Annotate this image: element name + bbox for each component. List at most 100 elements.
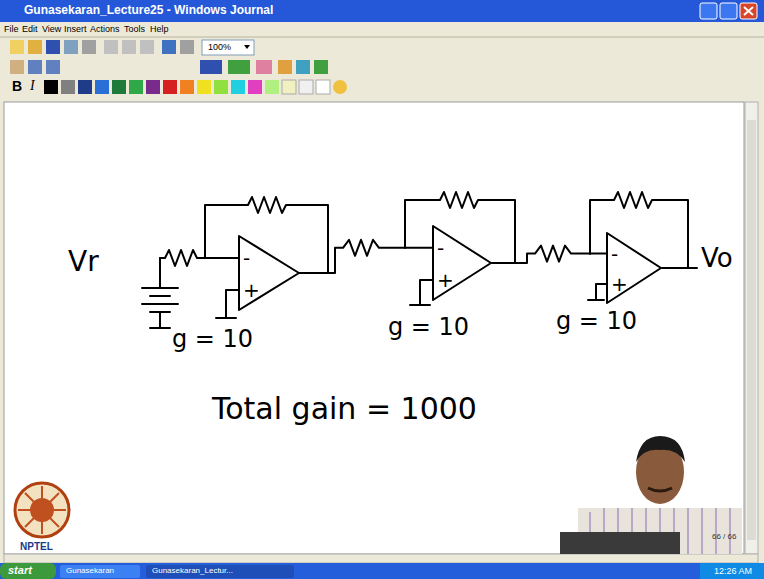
start-button: [0, 563, 56, 579]
presenter-photo: [560, 436, 742, 554]
close-button: [740, 3, 757, 19]
op-amp-triangle: [239, 236, 299, 310]
tool-icon: [28, 60, 42, 74]
close-cross: [744, 7, 753, 15]
input-resistor: [160, 250, 238, 266]
ground-symbol: [588, 284, 606, 300]
op-amp: -+: [432, 225, 492, 301]
noninverting-input-sign: +: [437, 269, 454, 291]
tool-icon: [140, 40, 154, 54]
tool-icon: [10, 60, 24, 74]
title-bar: [0, 0, 764, 22]
color-swatch: [44, 80, 58, 94]
gain-label: g = 10: [172, 326, 253, 354]
task-label: Gunasekaran_Lectur...: [152, 566, 233, 575]
color-swatch: [265, 80, 279, 94]
color-palette: [44, 80, 347, 94]
ground-symbol: [410, 280, 432, 305]
tool-icon: [64, 40, 78, 54]
tool-icon: [28, 40, 42, 54]
smiley-icon: [333, 80, 347, 94]
menu-item: File: [4, 24, 19, 34]
menu-item: Help: [150, 24, 169, 34]
zoom-box: [202, 40, 254, 55]
menu-item: Actions: [90, 24, 120, 34]
task-button: [60, 565, 140, 578]
inverting-input-sign: -: [437, 237, 444, 259]
inverting-input-sign: -: [611, 243, 618, 265]
noninverting-input-sign: +: [611, 273, 628, 295]
menu-item: Edit: [22, 24, 38, 34]
nptel-logo: [15, 483, 69, 537]
color-swatch: [282, 80, 296, 94]
journal-page: [4, 102, 744, 554]
page-counter: 66 / 66: [712, 532, 736, 541]
task-button: [146, 565, 294, 578]
color-swatch: [95, 80, 109, 94]
feedback-resistor: [205, 197, 328, 273]
color-swatch: [299, 80, 313, 94]
color-swatch: [78, 80, 92, 94]
color-swatch: [214, 80, 228, 94]
ground-symbol: [216, 290, 238, 318]
menu-item: Tools: [124, 24, 145, 34]
highlighter-icon: [228, 60, 250, 74]
maximize-button: [720, 3, 737, 19]
gain-label: g = 10: [556, 308, 637, 336]
tool-icon: [122, 40, 136, 54]
menu-bar: [0, 22, 764, 36]
color-swatch: [248, 80, 262, 94]
scrollbar: [745, 102, 758, 554]
zoom-value: 100%: [208, 42, 231, 52]
tool-icon: [46, 40, 60, 54]
op-amp-triangle: [433, 226, 491, 300]
resistor-wire: [492, 246, 606, 263]
minimize-button: [700, 3, 717, 19]
ground-symbol: [150, 312, 170, 328]
logo-spokes: [18, 486, 66, 534]
pen-icon: [200, 60, 222, 74]
tool-icon: [82, 40, 96, 54]
tool-icon: [46, 60, 60, 74]
color-swatch: [61, 80, 75, 94]
color-swatch: [197, 80, 211, 94]
tool-icon: [278, 60, 292, 74]
window-title: Gunasekaran_Lecture25 - Windows Journal: [24, 4, 273, 18]
battery-symbol: [142, 288, 178, 312]
color-swatch: [129, 80, 143, 94]
tool-icon: [162, 40, 176, 54]
eraser-icon: [256, 60, 272, 74]
tablet: [560, 532, 680, 554]
moustache: [648, 488, 672, 491]
color-swatch: [316, 80, 330, 94]
color-swatch: [180, 80, 194, 94]
scroll-thumb: [747, 120, 756, 540]
task-label: Gunasekaran: [66, 566, 114, 575]
gain-label: g = 10: [388, 314, 469, 342]
noninverting-input-sign: +: [243, 279, 260, 301]
voltage-label: Vo: [701, 244, 733, 274]
color-swatch: [112, 80, 126, 94]
horizontal-scrollbar: [4, 554, 758, 563]
op-amp-triangle: [607, 233, 661, 303]
tool-icon: [104, 40, 118, 54]
start-label: start: [8, 564, 32, 577]
color-swatch: [146, 80, 160, 94]
clock: 12:26 AM: [714, 566, 752, 576]
system-tray: [700, 563, 764, 579]
color-swatch: [163, 80, 177, 94]
output-wire: [662, 267, 697, 269]
resistor-wire: [300, 240, 432, 273]
inverting-input-sign: -: [243, 247, 250, 269]
color-swatch: [231, 80, 245, 94]
tool-icon: [296, 60, 310, 74]
voltage-label: Vr: [68, 246, 99, 278]
hair: [636, 436, 685, 462]
wire: [159, 258, 161, 288]
logo-ring: [15, 483, 69, 537]
op-amp: -+: [606, 232, 662, 304]
bold-button: B: [12, 78, 22, 94]
